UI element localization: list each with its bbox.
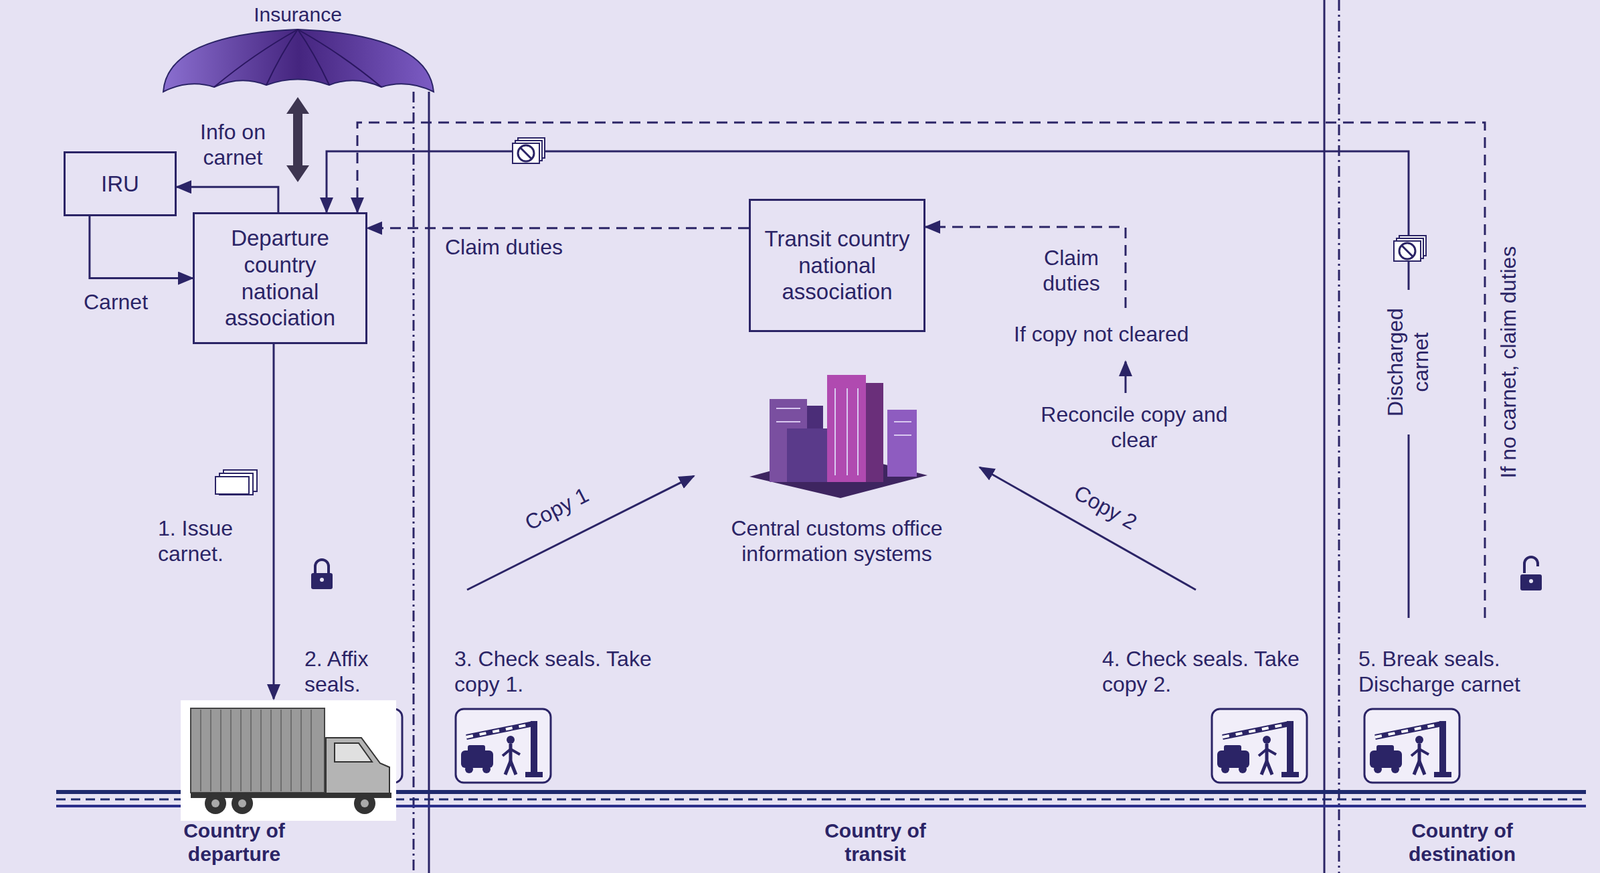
flow-arrow <box>367 226 749 229</box>
checkpoint-icon <box>1211 708 1307 783</box>
country-label: Country of transit <box>794 819 956 866</box>
note-label: Reconcile copy and clear <box>1033 401 1235 454</box>
note-label: Claim duties <box>1031 244 1112 297</box>
umbrella-label: Insurance <box>217 2 379 27</box>
flow-lines <box>273 122 1485 699</box>
border-lines <box>413 0 1340 873</box>
country-label: Country of departure <box>153 819 315 866</box>
step-label: 1. Issue carnet. <box>157 515 265 567</box>
node-text: IRU <box>101 170 140 198</box>
step-label: 3. Check seals. Take copy 1. <box>454 645 662 698</box>
vertical-label: Discharged carnet <box>1379 289 1437 435</box>
step-label: 4. Check seals. Take copy 2. <box>1102 645 1310 698</box>
node-text: Departure country national association <box>202 224 358 331</box>
step-label: 2. Affix seals. <box>304 645 402 698</box>
carnet-icon <box>1393 235 1427 261</box>
edge-label: Info on carnet <box>182 119 284 171</box>
arrow-label: Copy 1 <box>520 481 593 536</box>
lock-icon <box>311 559 333 589</box>
edge-label: Carnet <box>83 289 185 315</box>
unlock-icon <box>1520 556 1542 591</box>
building-label: Central customs office information syste… <box>691 515 982 567</box>
edge-label: Claim duties <box>445 234 619 260</box>
carnet-pages-icon <box>215 469 257 495</box>
association-box: Transit country national association <box>748 198 926 332</box>
flow-arrow <box>89 216 193 279</box>
checkpoint-icon <box>1364 708 1460 783</box>
carnet-icon <box>512 137 545 164</box>
truck <box>180 699 397 821</box>
double-arrow <box>286 97 310 183</box>
organization-box: IRU <box>63 151 177 217</box>
step-label: 5. Break seals. Discharge carnet <box>1358 645 1593 698</box>
flow-arrow <box>176 186 279 213</box>
arrow-label: Copy 2 <box>1069 479 1141 536</box>
note-label: If copy not cleared <box>1013 321 1189 347</box>
country-label: Country of destination <box>1381 819 1543 866</box>
customs-building <box>749 374 928 498</box>
node-text: Transit country national association <box>758 225 916 306</box>
vertical-label: If no carnet, claim duties <box>1495 246 1522 479</box>
umbrella <box>163 29 434 92</box>
checkpoint-icon <box>455 708 551 783</box>
association-box: Departure country national association <box>192 212 368 344</box>
